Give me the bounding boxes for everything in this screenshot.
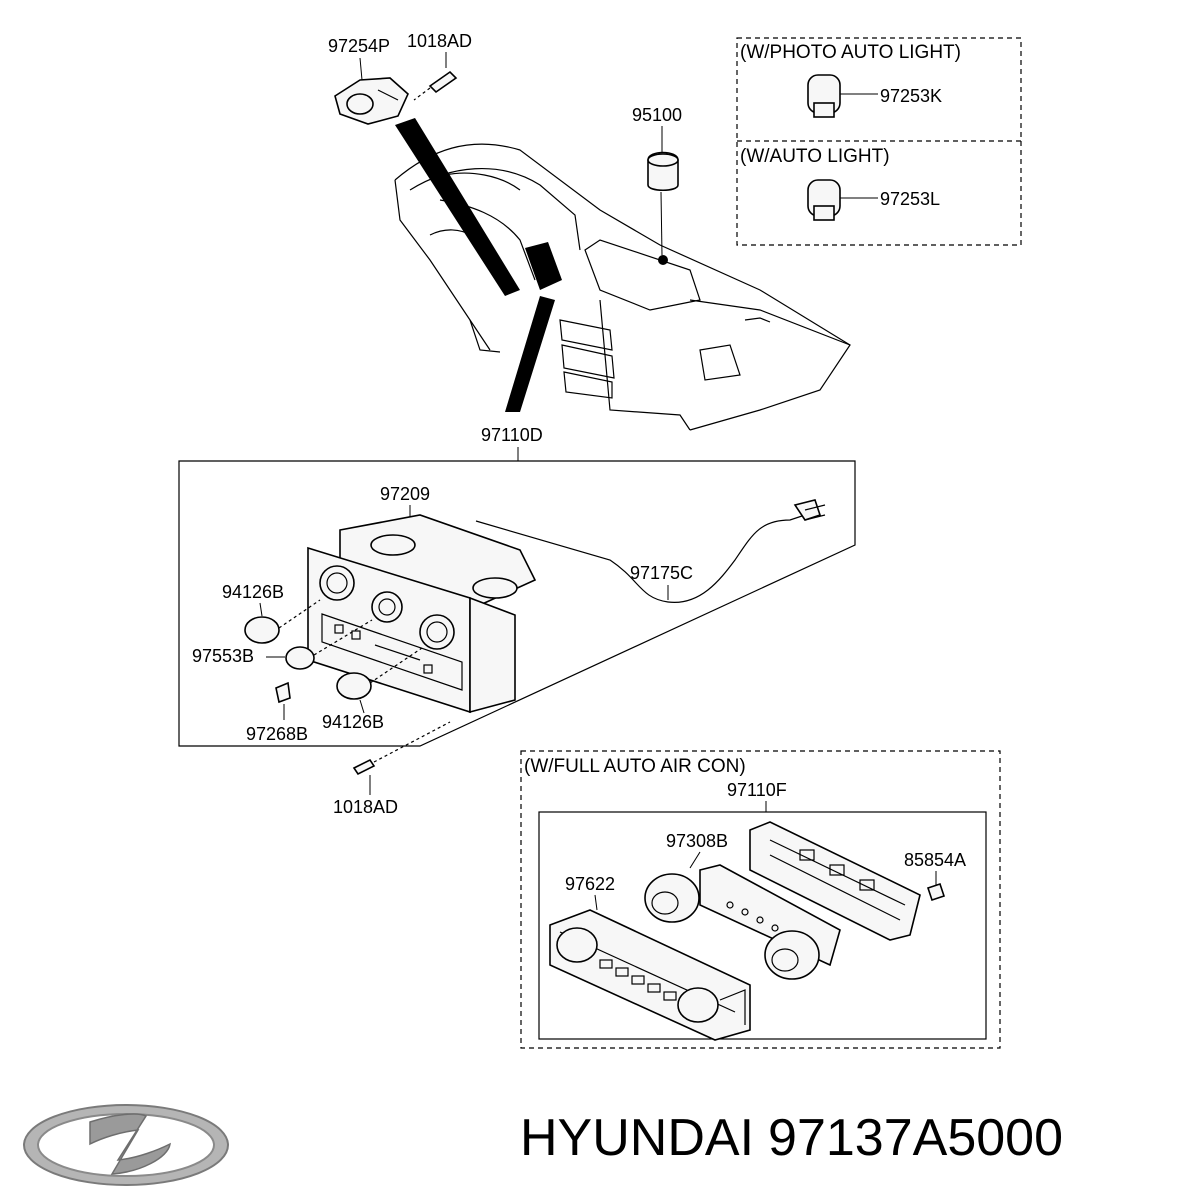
dashboard-outline: [394, 118, 851, 431]
button-97268B: [275, 681, 291, 720]
screw-1018AD-bottom: [352, 721, 451, 795]
aircon-front-panel-97622: [549, 909, 751, 1041]
full-auto-aircon-variant-box: (W/FULL AUTO AIR CON) 97110F 97308B 8585…: [520, 750, 1001, 1049]
label-95100: 95100: [632, 105, 682, 125]
note-photo-auto-light: (W/PHOTO AUTO LIGHT): [740, 42, 961, 63]
heater-control-box-97110D: [178, 460, 856, 747]
note-full-auto-air-con: (W/FULL AUTO AIR CON): [524, 756, 746, 777]
label-97209: 97209: [380, 484, 430, 504]
cable-97175C: [475, 514, 806, 603]
knob-97308B: [644, 873, 820, 980]
photo-sensor-97253K: [807, 74, 878, 118]
label-97110D: 97110D: [481, 425, 543, 445]
label-97308B: 97308B: [666, 831, 728, 851]
heater-control-panel: [307, 514, 537, 714]
label-97268B: 97268B: [246, 724, 308, 744]
aircon-bracket: [749, 821, 921, 941]
knob-94126B-a: [244, 599, 321, 644]
label-1018AD-bottom: 1018AD: [333, 797, 398, 817]
label-1018AD-top: 1018AD: [407, 31, 472, 51]
auto-light-variant-box: (W/PHOTO AUTO LIGHT) (W/AUTO LIGHT) 9725…: [736, 37, 1022, 246]
label-85854A: 85854A: [904, 850, 966, 870]
label-94126B-a: 94126B: [222, 582, 284, 602]
knob-94126B-b: [336, 647, 423, 714]
label-97110F: 97110F: [727, 780, 787, 800]
knob-97553B: [285, 619, 373, 670]
label-97254P: 97254P: [328, 36, 390, 56]
hyundai-logo-icon: [23, 1104, 229, 1186]
label-94126B-b: 94126B: [322, 712, 384, 732]
label-97175C: 97175C: [630, 563, 693, 583]
label-97253L: 97253L: [880, 189, 940, 209]
label-97622: 97622: [565, 874, 615, 894]
label-97253K: 97253K: [880, 86, 942, 106]
note-auto-light: (W/AUTO LIGHT): [740, 146, 890, 167]
switch-97254P: [334, 57, 409, 125]
screw-1018AD-top: [413, 52, 458, 101]
clip-85854A: [926, 882, 946, 902]
footer-part-number: 97137A5000: [768, 1109, 1063, 1167]
label-97553B: 97553B: [192, 646, 254, 666]
auto-light-sensor-97253L: [807, 179, 878, 221]
footer-brand: HYUNDAI: [520, 1109, 755, 1167]
part-95100: [647, 126, 679, 192]
